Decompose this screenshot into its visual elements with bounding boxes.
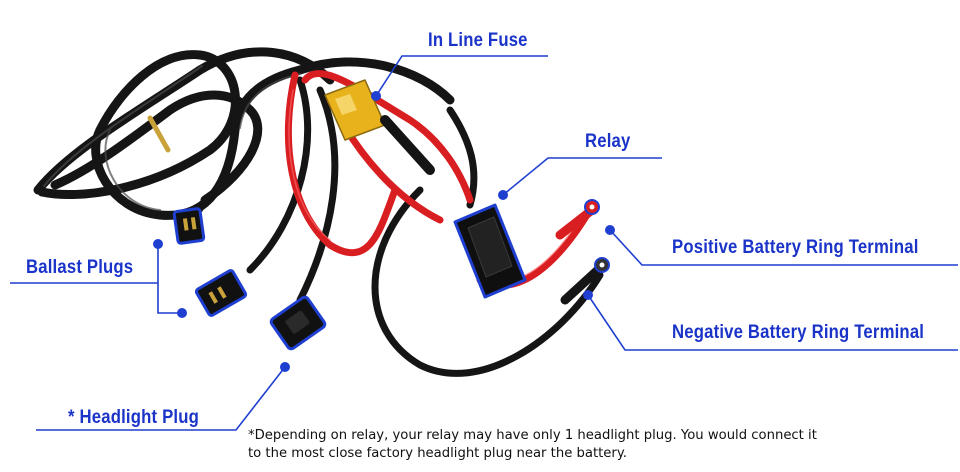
ballast-plug-lower [194, 269, 248, 317]
negative-ring-terminal [560, 257, 610, 305]
leader-lines [10, 55, 958, 431]
positive-ring-terminal [555, 199, 600, 240]
leader-dots [153, 91, 615, 372]
ballast-plug-upper [172, 207, 206, 245]
label-negative-terminal: Negative Battery Ring Terminal [672, 322, 925, 343]
label-in-line-fuse: In Line Fuse [428, 30, 528, 51]
label-relay: Relay [585, 131, 631, 152]
footnote: *Depending on relay, your relay may have… [248, 427, 948, 463]
zip-tie [147, 115, 171, 153]
label-headlight-plug: * Headlight Plug [68, 407, 200, 428]
in-line-fuse [324, 79, 435, 175]
headlight-plug [269, 295, 327, 351]
relay-box [453, 203, 527, 299]
footnote-line-1: *Depending on relay, your relay may have… [248, 428, 817, 443]
wiring-harness-photo [33, 47, 610, 377]
label-positive-terminal: Positive Battery Ring Terminal [672, 237, 919, 258]
label-ballast-plugs: Ballast Plugs [26, 257, 134, 278]
footnote-line-2: to the most close factory headlight plug… [248, 446, 627, 461]
